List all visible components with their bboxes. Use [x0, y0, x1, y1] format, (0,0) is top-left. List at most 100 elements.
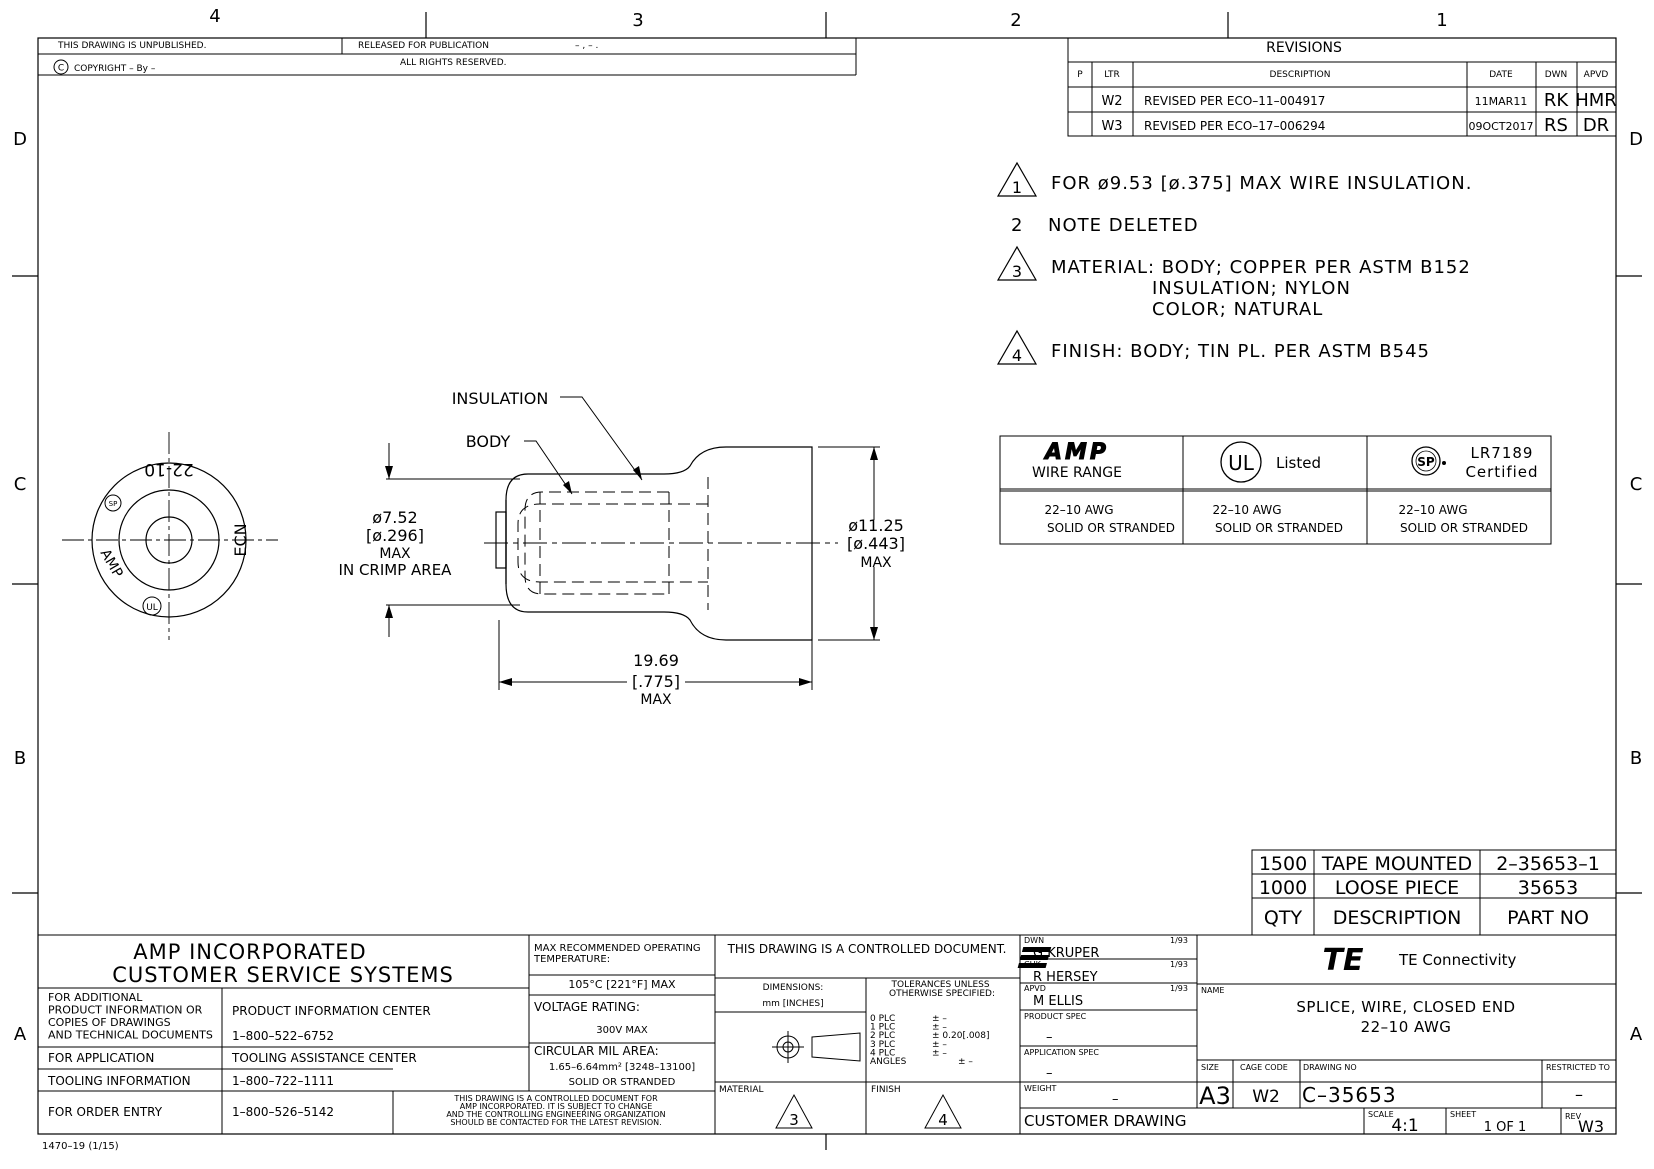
prod-spec-value: – [1046, 1030, 1053, 1045]
prod-spec-label: PRODUCT SPEC [1024, 1012, 1087, 1021]
restricted-value: – [1575, 1085, 1583, 1104]
info-additional-line: AND TECHNICAL DOCUMENTS [48, 1029, 213, 1042]
outer-diameter-mm: ø11.25 [848, 516, 904, 535]
rev-header-p: P [1077, 70, 1083, 80]
drawing-no-label: DRAWING NO [1303, 1063, 1357, 1072]
apvd-name: M ELLIS [1033, 994, 1083, 1009]
note-4-number: 4 [1012, 346, 1022, 365]
parts-header-part-no: PART NO [1507, 907, 1589, 929]
rev-row-apvd: HMR [1575, 90, 1617, 111]
controlled-note-line: AND THE CONTROLLING ENGINEERING ORGANIZA… [446, 1110, 665, 1119]
rev-row-apvd: DR [1583, 115, 1609, 136]
parts-header-qty: QTY [1264, 907, 1303, 929]
crimp-area-label: IN CRIMP AREA [339, 561, 453, 579]
sheet-label: SHEET [1450, 1110, 1476, 1119]
material-note-number: 3 [789, 1111, 799, 1129]
info-order-label: FOR ORDER ENTRY [48, 1105, 163, 1119]
product-info-line: 1–800–522–6752 [232, 1029, 334, 1043]
part-row-qty: 1000 [1259, 877, 1307, 899]
rev-row-ltr: W2 [1101, 94, 1122, 109]
max-temp-label-line: TEMPERATURE: [533, 954, 610, 965]
rev-row-date: 09OCT2017 [1468, 120, 1533, 133]
material-note-flag [775, 1093, 813, 1129]
voltage-value: 300V MAX [596, 1025, 648, 1036]
zone-top-3: 3 [632, 10, 643, 31]
outer-diameter-max: MAX [860, 555, 892, 571]
publication-header: THIS DRAWING IS UNPUBLISHED. RELEASED FO… [38, 38, 857, 76]
zone-right-a: A [1630, 1024, 1643, 1045]
sheet-border [12, 12, 1642, 1150]
controlled-document-label: THIS DRAWING IS A CONTROLLED DOCUMENT. [727, 942, 1007, 956]
csa-type: SOLID OR STRANDED [1400, 521, 1528, 535]
zone-labels: 4 3 2 1 D C B A D C B A [13, 6, 1643, 1045]
crimp-diameter-in: [ø.296] [366, 526, 424, 545]
revisions-table: REVISIONS P LTR DESCRIPTION DATE DWN APV… [1067, 37, 1617, 137]
finish-note-flag [924, 1093, 962, 1129]
chk-date: 1/93 [1170, 960, 1188, 969]
zone-top-1: 1 [1436, 10, 1447, 31]
tolerance-value: ± – [932, 1023, 947, 1033]
certification-table: AMP WIRE RANGE UL Listed SP LR7189 Certi… [999, 435, 1552, 545]
part-row-description: LOOSE PIECE [1335, 877, 1459, 899]
product-awg: 22–10 AWG [1361, 1018, 1452, 1036]
rev-value: W3 [1578, 1117, 1604, 1136]
body-label: BODY [466, 432, 511, 451]
cma-type: SOLID OR STRANDED [569, 1077, 676, 1088]
notes: 1 FOR ø9.53 [ø.375] MAX WIRE INSULATION.… [996, 161, 1471, 365]
tolerance-value: ± – [958, 1057, 973, 1067]
te-connectivity-label: TE Connectivity [1398, 951, 1517, 969]
scale-value: 4:1 [1391, 1116, 1418, 1136]
ul-listed-label: Listed [1276, 454, 1321, 472]
voltage-label: VOLTAGE RATING: [534, 1000, 640, 1014]
tolerance-place: 0 PLC [870, 1014, 895, 1024]
copyright-text: COPYRIGHT – By – [74, 64, 156, 74]
rev-row-description: REVISED PER ECO–17–006294 [1144, 119, 1325, 133]
end-view: 22-10 ECN AMP SP UL [62, 432, 278, 640]
tolerance-place: ANGLES [870, 1057, 907, 1067]
info-additional-label: FOR ADDITIONAL PRODUCT INFORMATION OR CO… [48, 991, 213, 1042]
ul-logo-text: UL [1228, 451, 1255, 475]
name-label: NAME [1201, 986, 1224, 995]
zone-left-d: D [13, 129, 27, 150]
csa-mark-text: SP [109, 500, 118, 508]
csa-mark-icon: SP [104, 494, 122, 512]
tolerance-label-line: TOLERANCES UNLESS [891, 980, 990, 990]
tolerance-label: TOLERANCES UNLESS OTHERWISE SPECIFIED: [889, 980, 995, 999]
cage-code-label: CAGE CODE [1240, 1063, 1288, 1072]
rev-row-ltr: W3 [1101, 119, 1122, 134]
info-application-label: FOR APPLICATION [48, 1051, 154, 1065]
tolerance-value: ± – [932, 1040, 947, 1050]
dimensions-unit: mm [INCHES] [762, 999, 823, 1009]
csa-range: 22–10 AWG [1398, 503, 1467, 517]
sheet-value: 1 OF 1 [1484, 1120, 1527, 1135]
dimensions [386, 396, 880, 690]
tolerance-rows: 0 PLC± –1 PLC± –2 PLC± 0.20[.008]3 PLC± … [870, 1014, 990, 1067]
csa-certified-icon: SP [1411, 446, 1446, 476]
zone-top-4: 4 [209, 6, 220, 27]
weight-label: WEIGHT [1024, 1084, 1057, 1093]
amp-logo: AMP [1043, 440, 1109, 465]
title-block: AMP INCORPORATED CUSTOMER SERVICE SYSTEM… [38, 934, 1616, 1136]
amp-wire-range-label: WIRE RANGE [1032, 465, 1122, 481]
chk-name: R HERSEY [1033, 970, 1098, 985]
info-additional-line: COPIES OF DRAWINGS [48, 1016, 171, 1029]
product-name: SPLICE, WIRE, CLOSED END [1296, 998, 1515, 1016]
projection-symbol-icon [772, 1031, 861, 1063]
size-value: A3 [1199, 1082, 1231, 1110]
app-spec-value: – [1046, 1066, 1053, 1081]
rev-label: REV [1565, 1112, 1582, 1121]
length-mm: 19.69 [633, 651, 679, 670]
controlled-note-line: SHOULD BE CONTACTED FOR THE LATEST REVIS… [450, 1118, 661, 1127]
rights-text: ALL RIGHTS RESERVED. [400, 58, 507, 68]
apvd-date: 1/93 [1170, 984, 1188, 993]
ul-mark-text: UL [146, 603, 158, 613]
part-row-part-no: 35653 [1518, 877, 1578, 899]
rev-row-dwn: RK [1544, 90, 1570, 111]
rev-header-ltr: LTR [1104, 70, 1120, 80]
note-2-number: 2 [1011, 215, 1023, 236]
info-additional-line: FOR ADDITIONAL [48, 991, 143, 1004]
copyright-symbol: C [58, 64, 64, 74]
cma-label: CIRCULAR MIL AREA: [534, 1044, 659, 1058]
tolerance-place: 2 PLC [870, 1031, 895, 1041]
